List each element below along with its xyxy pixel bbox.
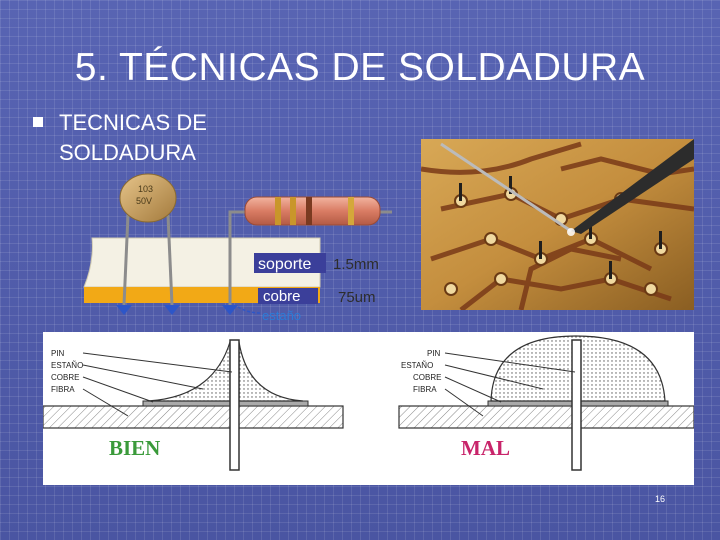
bad-verdict: MAL [461,436,510,460]
good-estano-label: ESTAÑO [51,361,83,370]
resistor-band-1 [275,197,281,225]
estano-label: estaño [262,308,301,323]
solder-wire [440,142,572,233]
good-pin-label: PIN [51,349,65,358]
soporte-label-box [254,253,326,273]
good-joint [42,339,344,471]
solder-arrow-3 [222,305,238,315]
bad-pin-label: PIN [427,349,441,358]
resistor-band-2 [290,197,296,225]
slide-title: 5. TÉCNICAS DE SOLDADURA [74,46,646,89]
soldering-iron-tip [571,139,694,234]
soporte-label: soporte [258,256,311,273]
page-number: 16 [655,494,666,504]
capacitor-lead-left [122,214,130,306]
bullet-text: TECNICAS DE SOLDADURA [59,110,207,165]
resistor-band-3 [306,197,312,225]
bad-cobre-label: COBRE [413,373,441,382]
pcb-soldering-photo [421,139,694,310]
capacitor-marking-2: 50V [136,196,152,206]
component-mounting-illustration: soporte cobre estaño 1.5mm 75um 103 50V [83,173,392,323]
capacitor-lead-right [166,214,174,306]
solder-joint-svg: PIN ESTAÑO COBRE FIBRA BIEN PIN ESTAÑO C… [42,335,695,471]
good-cobre-label: COBRE [51,373,79,382]
soporte-thickness: 1.5mm [333,256,379,273]
ceramic-capacitor [119,173,177,223]
cobre-label-box [258,288,318,304]
square-bullet-icon [33,117,43,127]
estano-pointer [237,306,261,314]
bad-joint [398,335,695,471]
bad-fibra-label: FIBRA [413,385,437,394]
good-verdict: BIEN [109,436,160,460]
bad-estano-label: ESTAÑO [401,361,433,370]
solder-arrow-1 [116,305,132,315]
solder-joint-diagram: PIN ESTAÑO COBRE FIBRA BIEN PIN ESTAÑO C… [42,332,695,485]
resistor-body [244,196,381,226]
cobre-thickness: 75um [338,289,376,306]
capacitor-marking-1: 103 [138,184,153,194]
resistor-lead-left [228,210,245,305]
good-fibra-label: FIBRA [51,385,75,394]
resistor-band-4 [348,197,354,225]
solder-arrow-2 [164,305,180,315]
cobre-label: cobre [263,288,301,305]
